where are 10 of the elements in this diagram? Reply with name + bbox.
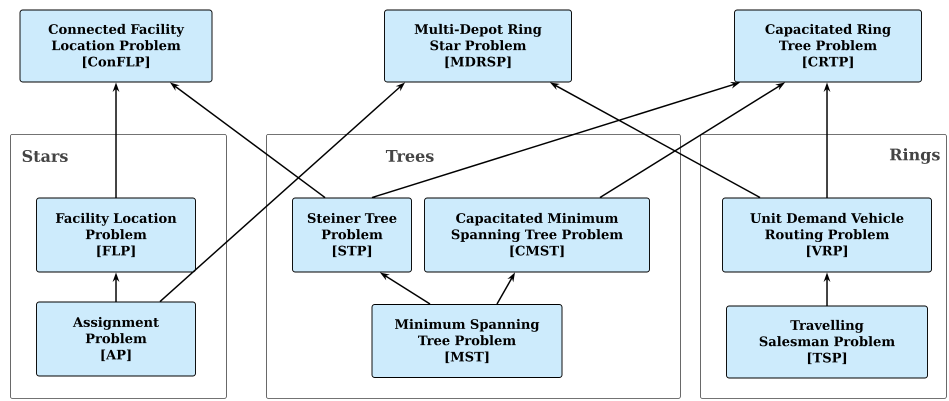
problem-box: Connected Facility Location Problem [ConFLP] [20,10,212,82]
problem-box: Assignment Problem [AP] [36,302,196,376]
problem-box: Steiner Tree Problem [STP] [292,198,412,272]
problem-box: Unit Demand Vehicle Routing Problem [VRP] [722,198,932,272]
problem-box: Capacitated Minimum Spanning Tree Problem [CMST] [424,198,650,272]
problem-box: Minimum Spanning Tree Problem [MST] [372,304,562,378]
problem-box: Capacitated Ring Tree Problem [CRTP] [734,10,922,82]
problem-box: Multi-Depot Ring Star Problem [MDRSP] [384,10,572,82]
problem-box: Travelling Salesman Problem [TSP] [726,306,928,378]
problem-box: Facility Location Problem [FLP] [36,198,196,272]
